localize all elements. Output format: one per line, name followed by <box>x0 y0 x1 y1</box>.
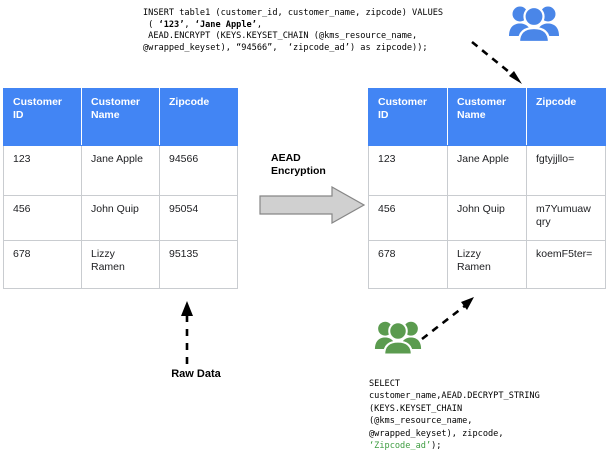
select-query-code: SELECT customer_name,AEAD.DECRYPT_STRING… <box>369 378 540 452</box>
table-header-row: Customer ID Customer Name Zipcode <box>368 88 606 146</box>
cell-customer-name: Jane Apple <box>81 145 160 196</box>
cell-customer-name: Jane Apple <box>447 145 527 196</box>
raw-data-arrow-icon <box>175 300 199 371</box>
insert-query-literal-id: ‘123’ <box>158 19 185 30</box>
cell-customer-name: Lizzy Ramen <box>447 240 527 289</box>
encryption-process-arrow-icon <box>259 185 366 229</box>
cell-zipcode: 94566 <box>159 145 238 196</box>
raw-data-label: Raw Data <box>171 368 221 380</box>
table-row: 123 Jane Apple fgtyjjllo= <box>368 145 606 196</box>
cell-customer-name: John Quip <box>81 195 160 241</box>
select-flow-arrow-icon <box>418 295 480 348</box>
table-row: 123 Jane Apple 94566 <box>3 145 238 196</box>
cell-zipcode-encrypted: koemF5ter= <box>526 240 606 289</box>
column-header-zipcode: Zipcode <box>526 88 606 146</box>
select-query-ad-literal: ‘Zipcode_ad’ <box>369 441 432 452</box>
encrypted-data-table: Customer ID Customer Name Zipcode 123 Ja… <box>368 88 606 289</box>
insert-query-line-2-mid: , <box>184 19 195 30</box>
raw-data-table: Customer ID Customer Name Zipcode 123 Ja… <box>3 88 238 289</box>
cell-zipcode: 95054 <box>159 195 238 241</box>
users-green-icon <box>374 315 422 364</box>
column-header-customer-name: Customer Name <box>447 88 527 146</box>
select-query-line-6-tail: ); <box>431 441 442 452</box>
table-row: 678 Lizzy Ramen koemF5ter= <box>368 240 606 289</box>
column-header-zipcode: Zipcode <box>159 88 238 146</box>
cell-customer-id: 123 <box>3 145 82 196</box>
cell-customer-name: John Quip <box>447 195 527 241</box>
cell-customer-id: 456 <box>368 195 448 241</box>
cell-zipcode-encrypted: fgtyjjllo= <box>526 145 606 196</box>
insert-flow-arrow-icon <box>470 40 530 93</box>
cell-customer-id: 678 <box>3 240 82 289</box>
table-row: 678 Lizzy Ramen 95135 <box>3 240 238 289</box>
insert-query-line-2-prefix: ( <box>143 19 159 30</box>
insert-query-line-3: AEAD.ENCRYPT (KEYS.KEYSET_CHAIN (@kms_re… <box>143 31 418 42</box>
insert-query-line-4: @wrapped_keyset), “94566”, ‘zipcode_ad’)… <box>143 42 428 53</box>
select-query-line-2: customer_name,AEAD.DECRYPT_STRING <box>369 391 540 402</box>
insert-query-line-2-suffix: , <box>256 19 263 30</box>
cell-customer-id: 123 <box>368 145 448 196</box>
table-header-row: Customer ID Customer Name Zipcode <box>3 88 238 146</box>
insert-query-code: INSERT table1 (customer_id, customer_nam… <box>143 8 443 54</box>
cell-customer-id: 456 <box>3 195 82 241</box>
column-header-customer-name: Customer Name <box>81 88 160 146</box>
cell-customer-name: Lizzy Ramen <box>81 240 160 289</box>
insert-query-literal-name: ‘Jane Apple’ <box>194 19 257 30</box>
column-header-customer-id: Customer ID <box>3 88 82 146</box>
insert-query-line-1: INSERT table1 (customer_id, customer_nam… <box>143 8 444 18</box>
table-row: 456 John Quip 95054 <box>3 195 238 241</box>
select-query-line-4: (@kms_resource_name, <box>369 416 473 427</box>
table-row: 456 John Quip m7Yumuaw qry <box>368 195 606 241</box>
cell-zipcode-encrypted: m7Yumuaw qry <box>526 195 606 241</box>
select-query-line-1: SELECT <box>369 379 401 389</box>
cell-zipcode: 95135 <box>159 240 238 289</box>
column-header-customer-id: Customer ID <box>368 88 448 146</box>
select-query-line-3: (KEYS.KEYSET_CHAIN <box>369 403 463 414</box>
cell-customer-id: 678 <box>368 240 448 289</box>
select-query-line-5: @wrapped_keyset), zipcode, <box>369 428 504 439</box>
aead-encryption-label: AEAD Encryption <box>271 152 326 177</box>
users-blue-icon <box>508 2 560 49</box>
